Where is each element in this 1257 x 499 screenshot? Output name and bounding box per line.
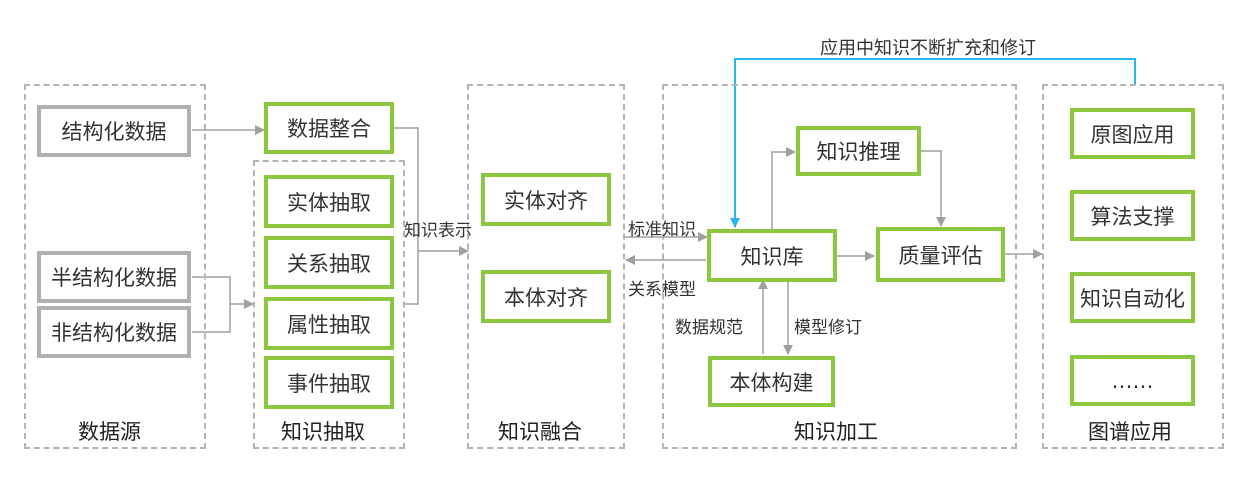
event-extraction-box: 事件抽取	[264, 356, 394, 409]
algorithm-support-box: 算法支撑	[1070, 190, 1195, 241]
knowledge-extraction-group	[253, 160, 405, 449]
relation-model-label: 关系模型	[628, 280, 696, 300]
knowledge-extraction-title: 知识抽取	[281, 420, 365, 444]
attribute-extraction-box: 属性抽取	[264, 297, 394, 350]
unstructured-data-box: 非结构化数据	[37, 306, 191, 358]
data-integration-box: 数据整合	[264, 102, 394, 154]
knowledge-automation-box: 知识自动化	[1070, 272, 1195, 323]
arrow-reasoning-to-quality	[920, 150, 946, 227]
original-graph-app-box: 原图应用	[1070, 108, 1195, 159]
ontology-alignment-box: 本体对齐	[481, 270, 611, 323]
relation-extraction-box: 关系抽取	[264, 236, 394, 289]
knowledge-reasoning-box: 知识推理	[796, 126, 921, 176]
graph-application-group	[1042, 84, 1224, 449]
knowledge-fusion-group	[467, 84, 625, 449]
structured-data-box: 结构化数据	[37, 105, 191, 157]
semi-structured-data-box: 半结构化数据	[37, 251, 191, 303]
ontology-construction-box: 本体构建	[708, 356, 835, 407]
arrow-kb-to-reasoning	[771, 147, 796, 229]
line-integration-out	[394, 127, 419, 305]
entity-alignment-box: 实体对齐	[481, 173, 611, 226]
entity-extraction-box: 实体抽取	[264, 175, 394, 228]
knowledge-fusion-title: 知识融合	[498, 420, 582, 444]
knowledge-base-box: 知识库	[707, 229, 837, 282]
feedback-label: 应用中知识不断扩充和修订	[820, 38, 1036, 59]
knowledge-processing-group	[662, 84, 1017, 449]
model-revision-label: 模型修订	[794, 318, 862, 338]
graph-application-title: 图谱应用	[1088, 420, 1172, 444]
more-apps-box: ……	[1070, 355, 1195, 406]
data-source-title: 数据源	[78, 420, 141, 444]
standard-knowledge-label: 标准知识	[628, 220, 696, 240]
knowledge-representation-label: 知识表示	[404, 221, 472, 241]
data-spec-label: 数据规范	[675, 318, 743, 338]
feedback-loop-line	[730, 58, 1136, 228]
quality-assessment-box: 质量评估	[876, 227, 1005, 282]
data-source-group	[24, 84, 206, 449]
knowledge-processing-title: 知识加工	[794, 420, 878, 444]
